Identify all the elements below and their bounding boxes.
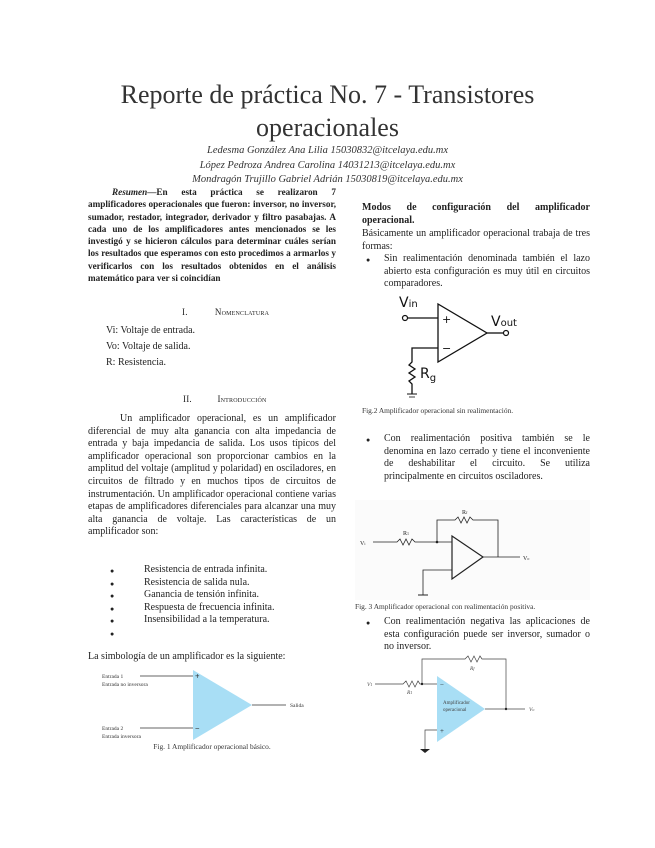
r1-label: R: [406, 690, 411, 696]
opamp-label: operacional: [443, 708, 467, 713]
minus-sign: −: [442, 342, 451, 355]
list-item: Insensibilidad a la temperatura.: [110, 614, 330, 627]
authors: Ledesma González Ana Lilia 15030832@itce…: [0, 144, 655, 188]
list-item: Ganancia de tensión infinita.: [110, 589, 330, 602]
symbol-intro: La simbología de un amplificador es la s…: [88, 651, 286, 662]
characteristics-list: Resistencia de entrada infinita. Resiste…: [110, 564, 330, 640]
mode-list: Con realimentación positiva también se l…: [362, 433, 590, 483]
nomenclature-item: R: Resistencia.: [106, 357, 166, 368]
mode-list: Con realimentación negativa las aplicaci…: [362, 616, 590, 654]
input2-label: Entrada 2: [102, 726, 123, 732]
list-item: Sin realimentación denominada también el…: [362, 253, 590, 291]
list-item: Resistencia de salida nula.: [110, 577, 330, 590]
rf-label: R: [469, 666, 474, 672]
input1-label: Entrada 1: [102, 674, 123, 680]
section-number: II.: [183, 394, 192, 404]
intro-paragraph: Un amplificador operacional, es un ampli…: [88, 413, 336, 538]
svg-text:V1: V1: [367, 682, 372, 688]
author: Ledesma González Ana Lilia 15030832@itce…: [206, 145, 449, 156]
nomenclature-list: Vi: Voltaje de entrada. Vo: Voltaje de s…: [106, 323, 195, 371]
input2-sub-label: Entrada inversora: [102, 734, 141, 740]
fig2-caption: Fig.2 Amplificador operacional sin reali…: [362, 406, 514, 415]
svg-text:Vo: Vo: [529, 707, 534, 713]
fig3-caption: Fig. 3 Amplificador operacional con real…: [355, 602, 536, 611]
mode-list: Sin realimentación denominada también el…: [362, 253, 590, 291]
fig3-positive-feedback-diagram: Vi R1 Rf Vo: [355, 500, 590, 600]
section-title: Nomenclatura: [214, 307, 270, 317]
r1-subscript: 1: [410, 690, 412, 695]
fig4-negative-feedback-diagram: V1 R1 Rf Vo Amplificador operacional − +: [367, 655, 534, 753]
list-item: Con realimentación negativa las aplicaci…: [362, 616, 590, 654]
minus-sign: −: [440, 681, 444, 689]
svg-text:R1: R1: [406, 690, 412, 696]
vo-subscript: o: [532, 707, 534, 712]
svg-text:R1: R1: [403, 531, 409, 537]
rf-subscript: f: [466, 510, 468, 515]
input1-sub-label: Entrada no inversora: [102, 682, 148, 688]
svg-text:Vo: Vo: [523, 556, 529, 562]
opamp-triangle: [193, 670, 252, 740]
nomenclature-item: Vo: Voltaje de salida.: [106, 341, 191, 352]
svg-text:Vi: Vi: [360, 541, 366, 547]
plus-sign: +: [442, 313, 451, 326]
minus-sign: −: [195, 724, 200, 733]
r1-label: R: [403, 531, 407, 537]
title-line-1: Reporte de práctica No. 7 - Transistores: [120, 80, 535, 109]
svg-text:Rf: Rf: [462, 510, 468, 516]
abstract-text: —En esta práctica se realizaron 7 amplif…: [88, 187, 336, 284]
svg-text:Vout: Vout: [491, 314, 517, 330]
abstract: Resumen—En esta práctica se realizaron 7…: [88, 186, 336, 284]
vi-label: V: [360, 541, 365, 547]
section-heading: II. Introducción: [88, 394, 336, 404]
section-number: I.: [182, 307, 188, 317]
output-label: Salida: [290, 703, 304, 709]
list-item: [110, 627, 330, 640]
page-title: Reporte de práctica No. 7 - Transistores…: [0, 78, 655, 144]
rg-label: R: [420, 366, 430, 382]
section-title: Introducción: [217, 394, 267, 404]
rf-label: R: [462, 510, 466, 516]
vo-label: V: [523, 556, 528, 562]
modes-intro: Básicamente un amplificador operacional …: [362, 228, 590, 252]
svg-text:Rg: Rg: [420, 366, 436, 384]
list-item: Resistencia de entrada infinita.: [110, 564, 330, 577]
rg-subscript: g: [430, 373, 436, 384]
vout-label: V: [491, 314, 501, 330]
vo-subscript: o: [527, 556, 529, 561]
svg-text:Vin: Vin: [399, 295, 418, 311]
vout-subscript: out: [501, 318, 517, 329]
title-line-2: operacionales: [256, 113, 399, 142]
author: Mondragón Trujillo Gabriel Adrián 150308…: [192, 174, 463, 185]
fig1-opamp-diagram: Entrada 1 Entrada no inversora Entrada 2…: [102, 670, 304, 740]
r1-subscript: 1: [407, 531, 409, 536]
nomenclature-item: Vi: Voltaje de entrada.: [106, 325, 196, 336]
modes-heading: Modos de configuración del amplificador …: [362, 202, 590, 226]
abstract-label: Resumen: [112, 187, 148, 197]
vi-subscript: i: [364, 541, 366, 546]
plus-sign: +: [195, 672, 200, 681]
vin-subscript: in: [409, 299, 418, 310]
vo-label: V: [529, 707, 533, 713]
opamp-label: Amplificador: [443, 701, 470, 706]
fig1-caption: Fig. 1 Amplificador operacional básico.: [153, 742, 271, 751]
svg-text:Rf: Rf: [469, 666, 475, 672]
v1-subscript: 1: [370, 682, 372, 687]
section-heading: I. Nomenclatura: [88, 307, 336, 317]
plus-sign: +: [440, 727, 444, 735]
rf-subscript: f: [473, 666, 475, 671]
v1-label: V: [367, 682, 371, 688]
vin-label: V: [399, 295, 409, 311]
fig2-open-loop-diagram: Vin Vout Rg + −: [399, 295, 517, 398]
list-item: Respuesta de frecuencia infinita.: [110, 602, 330, 615]
list-item: Con realimentación positiva también se l…: [362, 433, 590, 483]
author: López Pedroza Andrea Carolina 14031213@i…: [199, 159, 456, 171]
